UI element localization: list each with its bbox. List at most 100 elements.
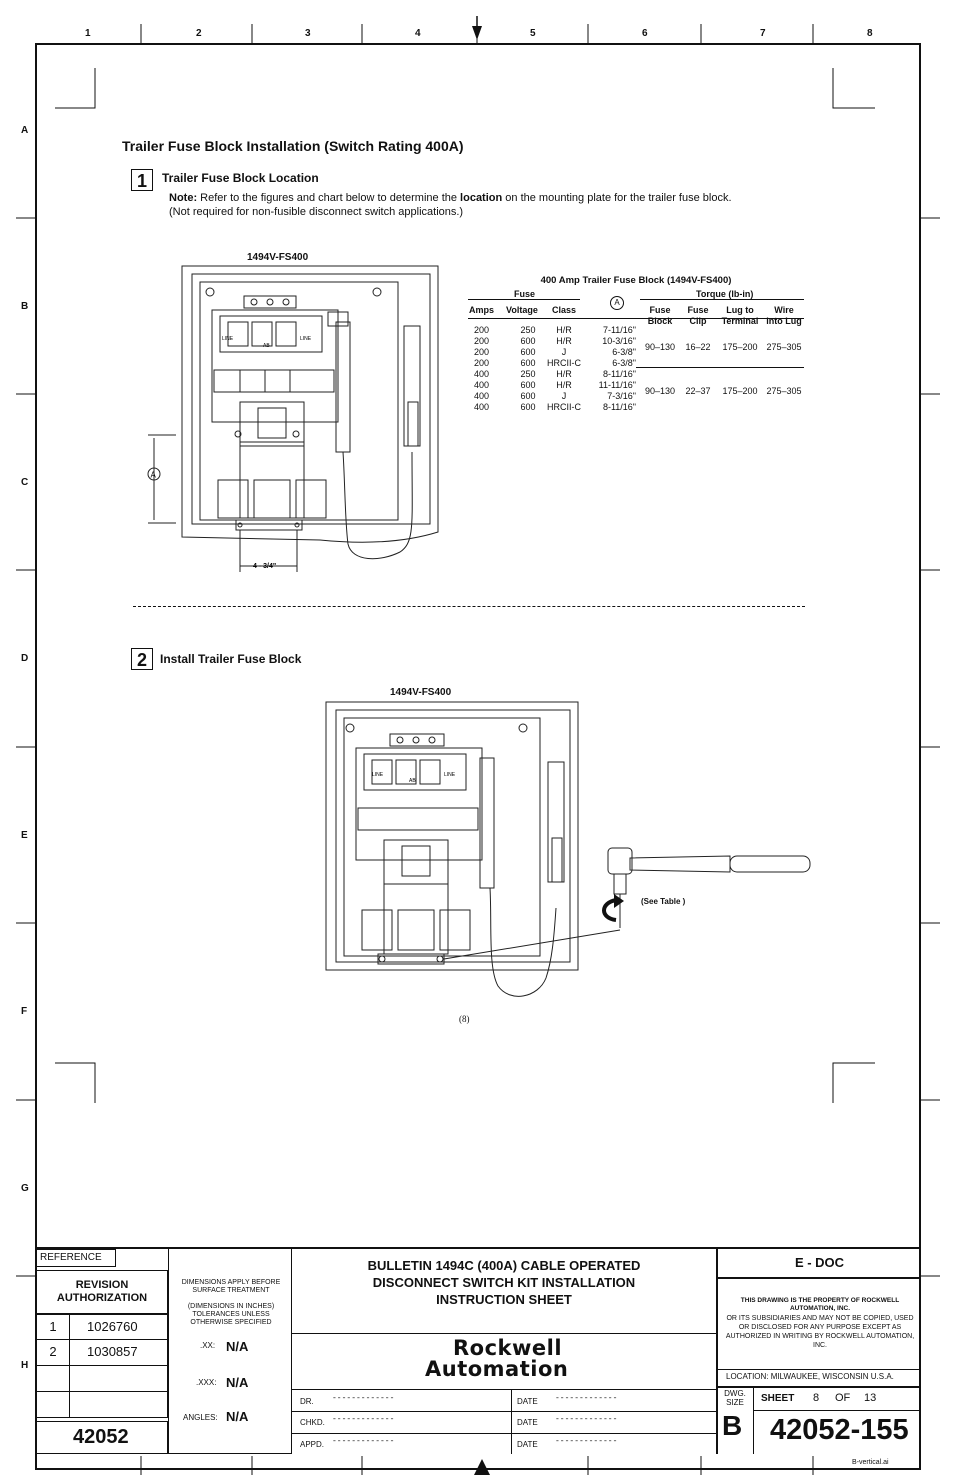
fuse-cell: 11-11/16" (598, 380, 636, 390)
fuse-cell: 200 (474, 358, 490, 368)
col-amps: Amps (469, 305, 495, 315)
zone-row-h: H (21, 1360, 29, 1371)
note-text-bold: location (460, 192, 503, 204)
page-title: Trailer Fuse Block Installation (Switch … (122, 138, 464, 154)
ab-logo-label: AB (263, 343, 270, 349)
title-line-2: DISCONNECT SWITCH KIT INSTALLATION (372, 1275, 636, 1290)
date-label-1: DATE (517, 1397, 538, 1406)
chkd-label: CHKD. (300, 1418, 325, 1427)
fuse-cell: H/R (556, 380, 572, 390)
dims-note-1: DIMENSIONS APPLY BEFORE SURFACE TREATMEN… (181, 1279, 281, 1294)
zone-col-8: 8 (867, 28, 873, 39)
fuse-cell: 400 (474, 402, 490, 412)
edoc-label: E - DOC (718, 1249, 921, 1279)
rockwell-logo: Rockwell Automation (425, 1338, 568, 1380)
fuse-cell: 7-3/16" (607, 391, 636, 401)
fuse-table-title: 400 Amp Trailer Fuse Block (1494V-FS400) (540, 275, 732, 286)
torque-cell: 90–130 (644, 386, 676, 396)
torque-group-header: Torque (lb-in) (696, 289, 754, 299)
sheet-number: 8 (813, 1392, 820, 1404)
revision-letter (37, 1366, 70, 1391)
fuse-cell: 600 (520, 347, 536, 357)
dr-label: DR. (300, 1397, 314, 1406)
dim-width-label: 4 - 3/4" (253, 563, 276, 570)
zone-col-6: 6 (642, 28, 648, 39)
page-note: (8) (459, 1014, 470, 1024)
line-label-left: LINE (222, 336, 234, 342)
note-line-2: (Not required for non-fusible disconnect… (169, 206, 464, 218)
zone-col-4: 4 (415, 28, 421, 39)
doc-number-small: 42052 (36, 1421, 168, 1454)
tolerances-box (168, 1249, 292, 1454)
col-voltage: Voltage (506, 305, 538, 315)
fuse-group-header: Fuse (514, 289, 536, 299)
note-text-pre: Refer to the figures and chart below to … (197, 192, 461, 204)
fuse-cell: H/R (556, 369, 572, 379)
torque-cell: 175–200 (722, 342, 758, 352)
note-label: Note: (169, 192, 198, 204)
property-title: THIS DRAWING IS THE PROPERTY OF ROCKWELL… (740, 1297, 900, 1312)
fuse-cell: 8-11/16" (602, 369, 636, 379)
chkd-value: ------------- (332, 1415, 395, 1424)
torque-cell: 22–37 (685, 386, 711, 396)
angles-label: ANGLES: (183, 1413, 218, 1422)
zone-row-g: G (21, 1183, 29, 1194)
revision-number: 1030857 (87, 1344, 138, 1359)
revision-authorization: REVISION AUTHORIZATION (36, 1270, 168, 1314)
fuse-cell: 7-11/16" (602, 325, 636, 335)
fuse-cell: 600 (520, 391, 536, 401)
see-table-callout: (See Table ) (641, 897, 686, 906)
date-value-2: ------------- (555, 1415, 618, 1424)
sheet-of: OF (835, 1392, 851, 1404)
section-divider (133, 606, 805, 607)
col-class: Class (552, 305, 577, 315)
fuse-cell: 8-11/16" (602, 402, 636, 412)
xx-value: N/A (226, 1339, 249, 1354)
revision-letter (37, 1392, 70, 1417)
torque-cell: 275–305 (766, 342, 802, 352)
title-line-1: BULLETIN 1494C (400A) CABLE OPERATED (367, 1258, 641, 1273)
fuse-cell: 10-3/16" (602, 336, 636, 346)
zone-col-7: 7 (760, 28, 766, 39)
zone-col-5: 5 (530, 28, 536, 39)
date-value-1: ------------- (555, 1394, 618, 1403)
fuse-cell: H/R (556, 336, 572, 346)
step-1-note: Note: Refer to the figures and chart bel… (169, 191, 819, 219)
col-a-symbol: A (610, 296, 624, 310)
xxx-label: .XXX: (196, 1378, 217, 1387)
property-text: OR ITS SUBSIDIARIES AND MAY NOT BE COPIE… (725, 1315, 915, 1349)
fuse-cell: J (561, 347, 567, 357)
torque-cell: 16–22 (685, 342, 711, 352)
zone-col-3: 3 (305, 28, 311, 39)
revision-letter: 2 (37, 1340, 70, 1365)
revision-row (36, 1366, 168, 1392)
fuse-cell: 250 (520, 369, 536, 379)
revision-row: 2 1030857 (36, 1340, 168, 1366)
date-value-3: ------------- (555, 1437, 618, 1446)
line-label-right: LINE (300, 336, 312, 342)
title-block-top (35, 1247, 921, 1249)
zone-row-b: B (21, 301, 29, 312)
fuse-cell: 6-3/8" (612, 358, 636, 368)
date-label-3: DATE (517, 1440, 538, 1449)
fuse-cell: 400 (474, 380, 490, 390)
logo-line-2: Automation (425, 1357, 569, 1381)
zone-row-d: D (21, 653, 29, 664)
fuse-cell: J (561, 391, 567, 401)
dwg-size: B (722, 1410, 743, 1441)
angles-value: N/A (226, 1409, 249, 1424)
xxx-value: N/A (226, 1375, 249, 1390)
fuse-block-location-figure: A LINE LINE AB 4 - 3/4" (147, 265, 439, 572)
zone-col-1: 1 (85, 28, 91, 39)
torque-cell: 275–305 (766, 386, 802, 396)
step-1-badge: 1 (131, 169, 153, 191)
appd-value: ------------- (332, 1437, 395, 1446)
revision-letter: 1 (37, 1315, 70, 1339)
torque-cell: 90–130 (644, 342, 676, 352)
line-label-left-2: LINE (372, 772, 384, 778)
